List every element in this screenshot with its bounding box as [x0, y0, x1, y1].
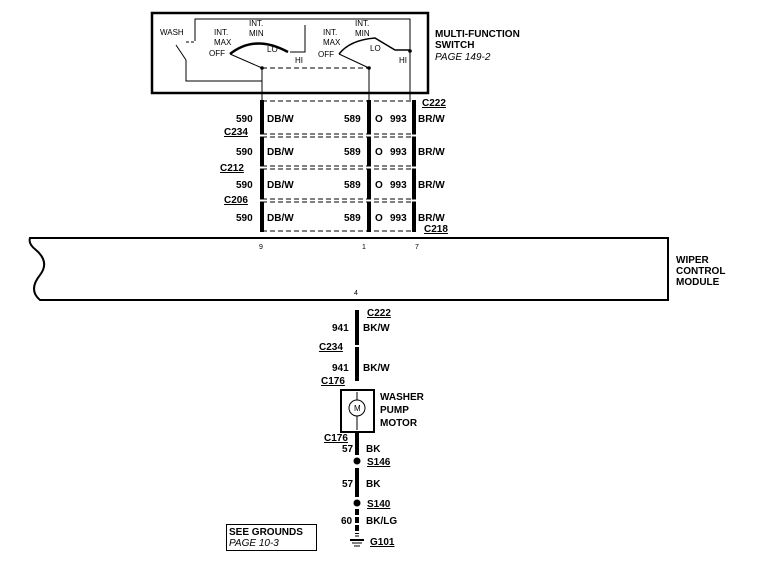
washer-pump-motor[interactable]: M [340, 389, 375, 433]
lo-label-2: LO [370, 44, 381, 53]
wire-941-color: BK/W [363, 323, 390, 334]
svg-text:590: 590 [236, 147, 253, 158]
svg-text:BR/W: BR/W [418, 114, 445, 125]
ground-g101: G101 [370, 537, 395, 548]
hi-label: HI [295, 56, 303, 65]
wire-57-color: BK [366, 444, 381, 455]
svg-text:993: 993 [390, 147, 407, 158]
svg-text:589: 589 [344, 147, 361, 158]
svg-text:589: 589 [344, 114, 361, 125]
connector-c218: C218 [424, 224, 448, 235]
svg-text:589: 589 [344, 213, 361, 224]
svg-text:590: 590 [236, 114, 253, 125]
connector-c222-lower: C222 [367, 308, 391, 319]
splice-s140 [353, 499, 361, 507]
splice-s140-label: S140 [367, 499, 391, 510]
connector-c176-lower: C176 [324, 433, 348, 444]
module-label-2: CONTROL [676, 266, 725, 277]
svg-text:589: 589 [344, 180, 361, 191]
svg-text:993: 993 [390, 180, 407, 191]
svg-text:DB/W: DB/W [267, 114, 294, 125]
wire-941-circuit: 941 [332, 323, 349, 334]
wire-57-circuit-2: 57 [342, 479, 354, 490]
svg-text:993: 993 [390, 213, 407, 224]
wire-60-color: BK/LG [366, 516, 397, 527]
int-min-label-2: INT. [355, 19, 369, 28]
connector-c212: C212 [220, 163, 244, 174]
switch-title-line2: SWITCH [435, 40, 474, 51]
module-label-1: WIPER [676, 255, 710, 266]
min-label-2: MIN [355, 29, 370, 38]
svg-text:O: O [375, 114, 383, 125]
ground-icon [350, 539, 364, 547]
multi-function-switch[interactable]: WASH INT. MAX OFF INT. MIN LO HI INT. MA… [150, 11, 430, 100]
pin-1: 1 [362, 244, 366, 251]
svg-text:590: 590 [236, 180, 253, 191]
connector-c176: C176 [321, 376, 345, 387]
splice-s146-label: S146 [367, 457, 391, 468]
svg-text:BR/W: BR/W [418, 213, 445, 224]
wire-60-circuit: 60 [341, 516, 353, 527]
upper-wires [256, 100, 420, 232]
splice-s146 [353, 457, 361, 465]
grounds-page-ref[interactable]: PAGE 10-3 [229, 538, 279, 549]
min-label: MIN [249, 29, 264, 38]
connector-c234: C234 [224, 127, 248, 138]
svg-text:BR/W: BR/W [418, 180, 445, 191]
wire-row: 590 DB/W 589 O 993 BR/W [236, 180, 445, 191]
int-min-label: INT. [249, 19, 263, 28]
lower-wires [351, 310, 363, 537]
wire-row: 590 DB/W 589 O 993 BR/W [236, 114, 445, 125]
svg-text:M: M [354, 404, 361, 413]
see-grounds-label: SEE GROUNDS [229, 527, 303, 538]
wash-label: WASH [160, 28, 184, 37]
switch-title-line1: MULTI-FUNCTION [435, 29, 520, 40]
off-label: OFF [209, 49, 225, 58]
connector-c222: C222 [422, 98, 446, 109]
wire-row: 590 DB/W 589 O 993 BR/W [236, 147, 445, 158]
svg-text:993: 993 [390, 114, 407, 125]
wire-941-color-2: BK/W [363, 363, 390, 374]
svg-text:DB/W: DB/W [267, 213, 294, 224]
max-label-2: MAX [323, 38, 341, 47]
see-grounds-reference[interactable]: SEE GROUNDS PAGE 10-3 [226, 524, 317, 551]
motor-label-2: PUMP [380, 405, 409, 416]
motor-label-3: MOTOR [380, 418, 418, 429]
wiper-control-module[interactable]: 9 1 7 4 [28, 237, 669, 301]
connector-c234-lower: C234 [319, 342, 343, 353]
int-max-label-2: INT. [323, 28, 337, 37]
connector-c206: C206 [224, 195, 248, 206]
pin-9: 9 [259, 244, 263, 251]
wire-row: 590 DB/W 589 O 993 BR/W [236, 213, 445, 224]
svg-text:O: O [375, 147, 383, 158]
wire-941-circuit-2: 941 [332, 363, 349, 374]
switch-page-ref[interactable]: PAGE 149-2 [435, 52, 491, 63]
hi-label-2: HI [399, 56, 407, 65]
off-label-2: OFF [318, 50, 334, 59]
lo-label: LO [267, 45, 278, 54]
pin-4: 4 [354, 290, 358, 297]
svg-text:DB/W: DB/W [267, 147, 294, 158]
pin-7: 7 [415, 244, 419, 251]
max-label: MAX [214, 38, 232, 47]
svg-text:590: 590 [236, 213, 253, 224]
svg-text:O: O [375, 213, 383, 224]
svg-text:DB/W: DB/W [267, 180, 294, 191]
svg-text:BR/W: BR/W [418, 147, 445, 158]
svg-text:O: O [375, 180, 383, 191]
wire-57-circuit: 57 [342, 444, 354, 455]
module-label-3: MODULE [676, 277, 720, 288]
motor-label-1: WASHER [380, 392, 425, 403]
int-max-label: INT. [214, 28, 228, 37]
wire-57-color-2: BK [366, 479, 381, 490]
